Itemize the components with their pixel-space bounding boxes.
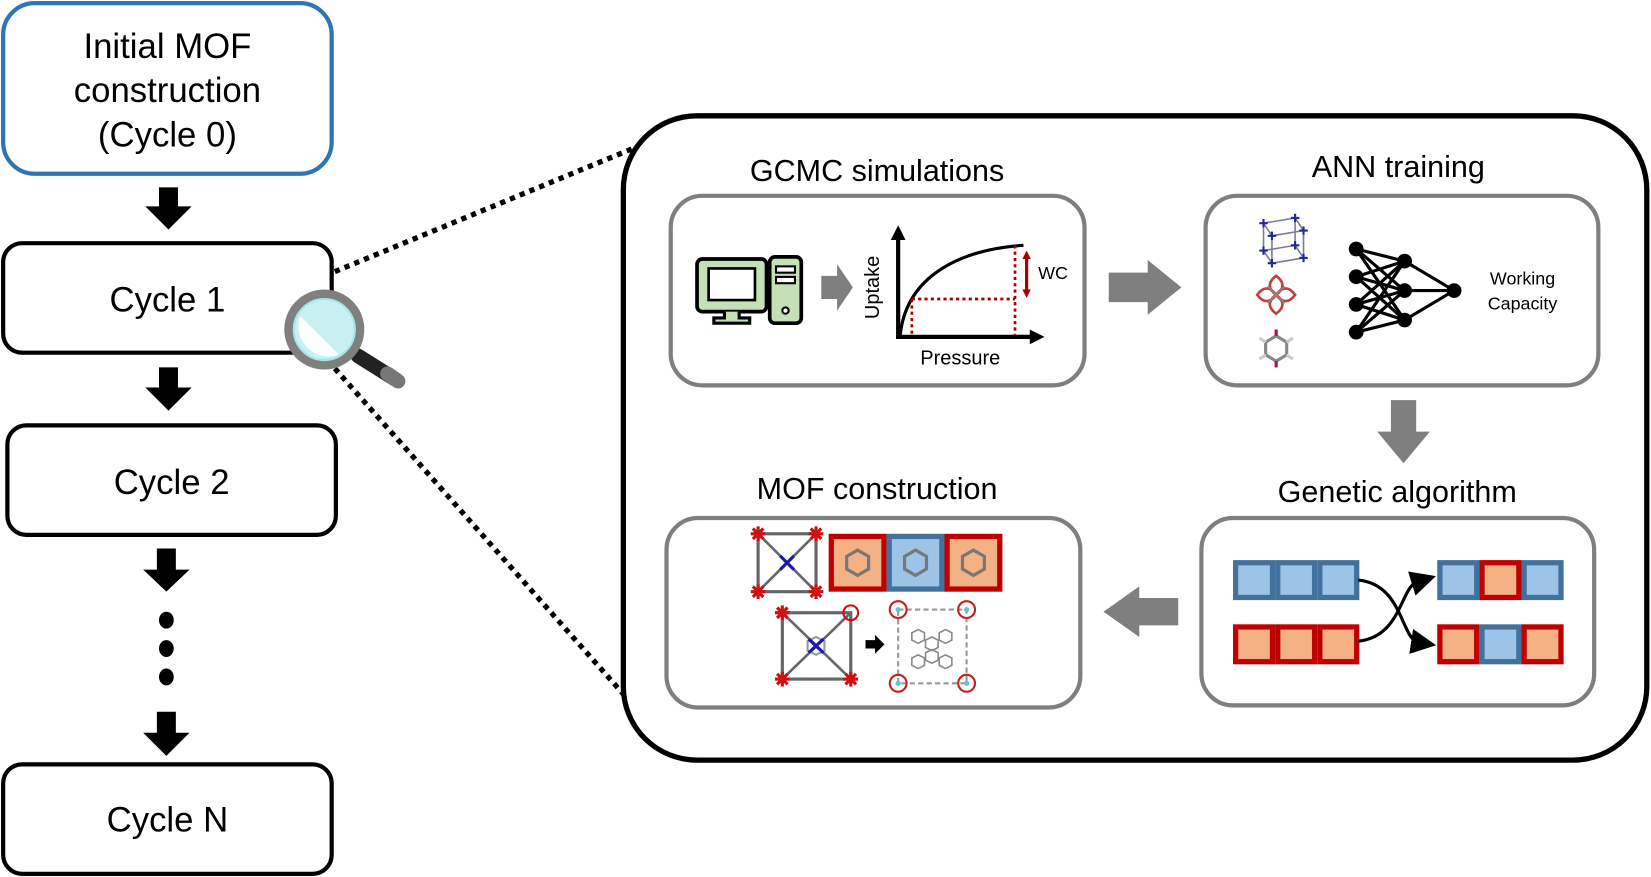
pressure-axis-label: Pressure — [920, 347, 1000, 369]
gene-orange — [1484, 565, 1517, 595]
molecule-ring-icon — [960, 548, 986, 578]
child-chromosome-1 — [1437, 560, 1564, 601]
down-arrow-2 — [145, 367, 192, 411]
ann-to-ga-arrow — [1377, 400, 1430, 464]
uptake-axis-label: Uptake — [862, 256, 884, 319]
building-block-blue — [891, 539, 940, 587]
cycle-2-box[interactable] — [5, 423, 338, 537]
gene-blue — [1526, 565, 1559, 595]
computer-tower-icon — [767, 255, 804, 326]
gene-blue — [1442, 565, 1475, 595]
ann-edge — [1403, 259, 1455, 292]
cycle-1-label: Cycle 1 — [109, 282, 225, 320]
gene-blue — [1484, 629, 1517, 660]
mof-topology-icon — [1259, 213, 1308, 268]
initial-line-3: (Cycle 0) — [98, 116, 237, 154]
cycle-n-label: Cycle N — [107, 802, 229, 840]
gene-blue — [1238, 565, 1270, 595]
gene-blue — [1280, 565, 1312, 595]
ann-neuron — [1348, 297, 1364, 312]
building-block-orange — [949, 539, 998, 587]
ann-edge — [1355, 259, 1406, 306]
gene-blue — [1322, 565, 1355, 595]
parent-chromosome-2 — [1232, 624, 1360, 665]
parent-chromosome-1 — [1232, 560, 1360, 601]
isotherm-curve — [898, 243, 1024, 335]
down-arrow-3 — [143, 548, 190, 592]
ann-output-line-1: Working — [1490, 268, 1555, 288]
ann-edge — [1403, 289, 1455, 322]
zoom-line-bottom — [332, 366, 632, 703]
neural-network-icon — [1348, 241, 1462, 340]
crossover-arrows — [1358, 571, 1437, 654]
chromosome-group — [1232, 560, 1564, 665]
ann-title: ANN training — [1312, 150, 1485, 184]
linker-molecule-icon — [1258, 329, 1294, 368]
ga-title: Genetic algorithm — [1278, 475, 1517, 509]
cycle-n-box[interactable] — [1, 762, 334, 876]
child-chromosome-2 — [1437, 624, 1564, 665]
ann-output-line-2: Capacity — [1488, 294, 1558, 314]
initial-mof-box[interactable] — [1, 1, 334, 176]
cycle-2-label: Cycle 2 — [114, 464, 230, 502]
gene-orange — [1238, 629, 1270, 660]
gcmc-title: GCMC simulations — [750, 154, 1004, 188]
computer-monitor-icon — [695, 257, 769, 325]
ann-neuron — [1397, 283, 1412, 298]
down-arrow-4 — [143, 711, 190, 756]
magnifier-icon — [284, 289, 406, 389]
assembled-mof-icon — [888, 600, 977, 693]
molecule-ring-icon — [845, 548, 871, 578]
gene-orange — [1526, 629, 1559, 660]
assembly-arrow — [865, 634, 885, 654]
ann-neuron — [1348, 241, 1364, 257]
ann-edge — [1355, 247, 1405, 263]
assembly-template-icon — [774, 604, 860, 687]
zoom-line-top — [333, 131, 670, 275]
gcmc-to-ann-arrow — [1108, 260, 1182, 315]
ann-edge — [1355, 289, 1406, 334]
topology-template-icon — [750, 526, 824, 600]
building-block-row — [828, 533, 1003, 592]
ga-to-construction-arrow — [1103, 586, 1179, 637]
ann-neuron — [1348, 324, 1364, 340]
initial-line-1: Initial MOF — [83, 28, 251, 66]
ellipsis-dots — [158, 611, 174, 686]
ann-edge — [1355, 259, 1406, 279]
ann-neuron — [1397, 253, 1412, 269]
down-arrow-1 — [145, 187, 192, 230]
wc-label: WC — [1038, 263, 1068, 283]
molecule-ring-icon — [902, 548, 929, 578]
ann-neuron — [1397, 312, 1412, 328]
cycle-flow: Initial MOF construction (Cycle 0) Cycle… — [1, 1, 338, 876]
building-block-orange — [833, 539, 882, 587]
gene-orange — [1442, 629, 1475, 660]
gene-orange — [1322, 629, 1355, 660]
gene-orange — [1280, 629, 1312, 660]
metal-node-icon — [1255, 274, 1297, 316]
initial-line-2: construction — [74, 72, 261, 110]
ann-neuron — [1348, 269, 1364, 285]
ann-edge — [1354, 260, 1406, 334]
isotherm-plot — [890, 225, 1045, 345]
ann-neuron — [1446, 283, 1462, 298]
ann-edge — [1355, 318, 1405, 334]
construction-title: MOF construction — [757, 472, 998, 506]
